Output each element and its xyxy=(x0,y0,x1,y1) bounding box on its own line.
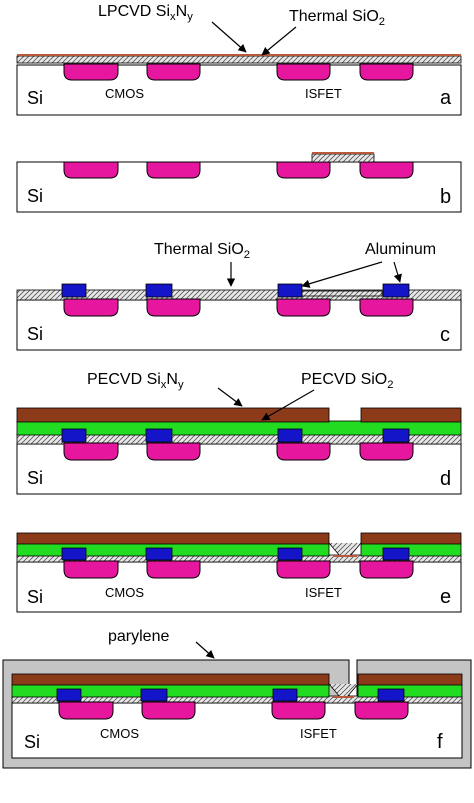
panel-f-isfet-label: ISFET xyxy=(300,726,337,741)
panel-e-aluminum xyxy=(145,547,173,561)
panel-b-well xyxy=(276,161,331,179)
panel-f-aluminum xyxy=(140,688,168,702)
panel-e-pecvd-nitride xyxy=(16,532,330,545)
panel-f-pecvd-nitride xyxy=(11,673,330,686)
panel-d-aluminum xyxy=(61,428,87,443)
panel-a-thermal-oxide xyxy=(16,55,462,64)
panel-b-gate-nitride xyxy=(312,152,374,154)
panel-d-aluminum xyxy=(382,428,410,443)
panel-b-letter: b xyxy=(440,186,451,208)
panel-d-pecvd-nitride xyxy=(16,407,330,423)
panel-c-aluminum xyxy=(145,283,173,298)
panel-f-si-label: Si xyxy=(24,732,40,752)
panel-c-aluminum xyxy=(61,283,87,298)
panel-c-well xyxy=(276,298,331,317)
panel-e-aluminum xyxy=(382,547,410,561)
panel-b-well xyxy=(359,161,414,179)
panel-e-aluminum xyxy=(277,547,303,561)
panel-c-arrow xyxy=(393,261,402,283)
panel-c-aluminum-label: Aluminum xyxy=(365,241,436,258)
panel-f-pecvd-nitride xyxy=(357,673,463,686)
panel-a-arrow xyxy=(211,21,247,53)
panel-e-pecvd-oxide xyxy=(360,542,462,557)
panel-e-well xyxy=(146,560,201,579)
panel-f-aluminum xyxy=(272,688,298,702)
panel-a-isfet-label: ISFET xyxy=(305,86,342,101)
panel-f-well xyxy=(354,701,409,720)
panel-f-aluminum xyxy=(56,688,82,702)
panel-a: LPCVD SixNy Thermal SiO2 Si CMOS ISFET a xyxy=(16,3,462,116)
panel-f-arrow xyxy=(195,641,215,659)
panel-e-well xyxy=(276,560,331,579)
panel-e: Si CMOS ISFET e xyxy=(16,532,462,613)
panel-f: parylene Si CMOS ISFET f xyxy=(2,628,472,769)
panel-c: Thermal SiO2 Aluminum Si c xyxy=(16,241,462,351)
panel-d-well xyxy=(359,442,414,461)
panel-e-aluminum xyxy=(61,547,87,561)
panel-f-well xyxy=(141,701,196,720)
panel-b: Si b xyxy=(16,152,462,213)
panel-d-aluminum xyxy=(277,428,303,443)
panel-b-gate-oxide xyxy=(311,153,375,163)
panel-f-letter: f xyxy=(437,731,443,753)
panel-a-cmos-label: CMOS xyxy=(105,86,144,101)
panel-d-arrow xyxy=(261,389,315,421)
panel-c-thermal-oxide xyxy=(16,289,462,301)
panel-e-sensing-window-oxide xyxy=(328,542,362,557)
panel-b-si-label: Si xyxy=(27,186,43,206)
panel-c-well xyxy=(359,298,414,317)
panel-a-thermal-label: Thermal SiO2 xyxy=(289,8,385,28)
panel-c-aluminum xyxy=(277,283,303,298)
panel-e-cmos-label: CMOS xyxy=(105,585,144,600)
panel-f-well xyxy=(271,701,326,720)
panel-c-si-label: Si xyxy=(27,324,43,344)
panel-f-parylene-label: parylene xyxy=(108,628,169,645)
panel-d-well xyxy=(146,442,201,461)
panel-d-si-label: Si xyxy=(27,468,43,488)
panel-d-pecvd-nitride xyxy=(360,407,462,423)
panel-d-aluminum xyxy=(145,428,173,443)
panel-c-aluminum xyxy=(382,283,410,298)
panel-e-pecvd-nitride xyxy=(360,532,462,545)
panel-e-well xyxy=(359,560,414,579)
panel-f-cmos-label: CMOS xyxy=(100,726,139,741)
panel-f-well xyxy=(58,701,114,720)
panel-a-arrow xyxy=(261,26,297,56)
panel-a-si-label: Si xyxy=(27,88,43,108)
panel-c-well xyxy=(63,298,119,317)
panel-c-arrow xyxy=(301,261,383,288)
panel-a-well xyxy=(146,63,201,81)
panel-d: PECVD SixNy PECVD SiO2 Si d xyxy=(16,371,462,495)
panel-d-well xyxy=(276,442,331,461)
panel-f-aluminum xyxy=(377,688,405,702)
panel-b-well xyxy=(146,161,201,179)
panel-a-well xyxy=(63,63,119,81)
panel-d-letter: d xyxy=(440,468,451,490)
panel-e-isfet-label: ISFET xyxy=(305,585,342,600)
panel-d-nitride-label: PECVD SixNy xyxy=(87,371,184,391)
panel-a-well xyxy=(276,63,331,81)
panel-a-lpcvd-label: LPCVD SixNy xyxy=(98,3,193,23)
panel-c-gate-stack xyxy=(301,290,383,297)
panel-f-pecvd-oxide xyxy=(357,683,463,698)
panel-a-lpcvd-nitride xyxy=(17,54,461,56)
panel-d-oxide-label: PECVD SiO2 xyxy=(301,371,393,391)
panel-c-well xyxy=(146,298,201,317)
panel-c-letter: c xyxy=(440,324,450,346)
panel-b-well xyxy=(63,161,119,179)
panel-d-arrow xyxy=(217,387,243,407)
panel-a-well xyxy=(359,63,414,81)
panel-a-letter: a xyxy=(440,87,452,109)
panel-e-letter: e xyxy=(440,586,451,608)
panel-c-thermal-label: Thermal SiO2 xyxy=(154,241,250,261)
panel-e-si-label: Si xyxy=(27,587,43,607)
panel-e-well xyxy=(63,560,119,579)
panel-d-well xyxy=(63,442,119,461)
